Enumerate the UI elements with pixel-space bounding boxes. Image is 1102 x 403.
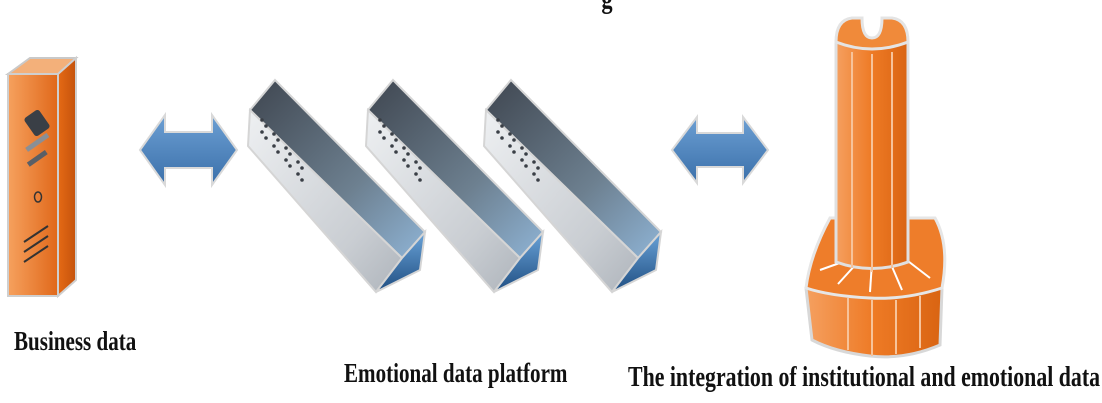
cropped-title-fragment: g bbox=[601, 0, 612, 16]
double-arrow-icon bbox=[138, 111, 239, 189]
server-icon bbox=[4, 55, 79, 299]
integration-label: The integration of institutional and emo… bbox=[628, 362, 1101, 393]
network-switch-icon bbox=[482, 78, 663, 294]
network-switch-icon bbox=[246, 78, 427, 294]
business-data-label: Business data bbox=[14, 326, 137, 356]
emotional-data-platform-label: Emotional data platform bbox=[344, 358, 568, 388]
database-tower-icon bbox=[804, 16, 947, 359]
double-arrow-icon bbox=[670, 114, 770, 186]
network-switch-icon bbox=[364, 78, 545, 294]
